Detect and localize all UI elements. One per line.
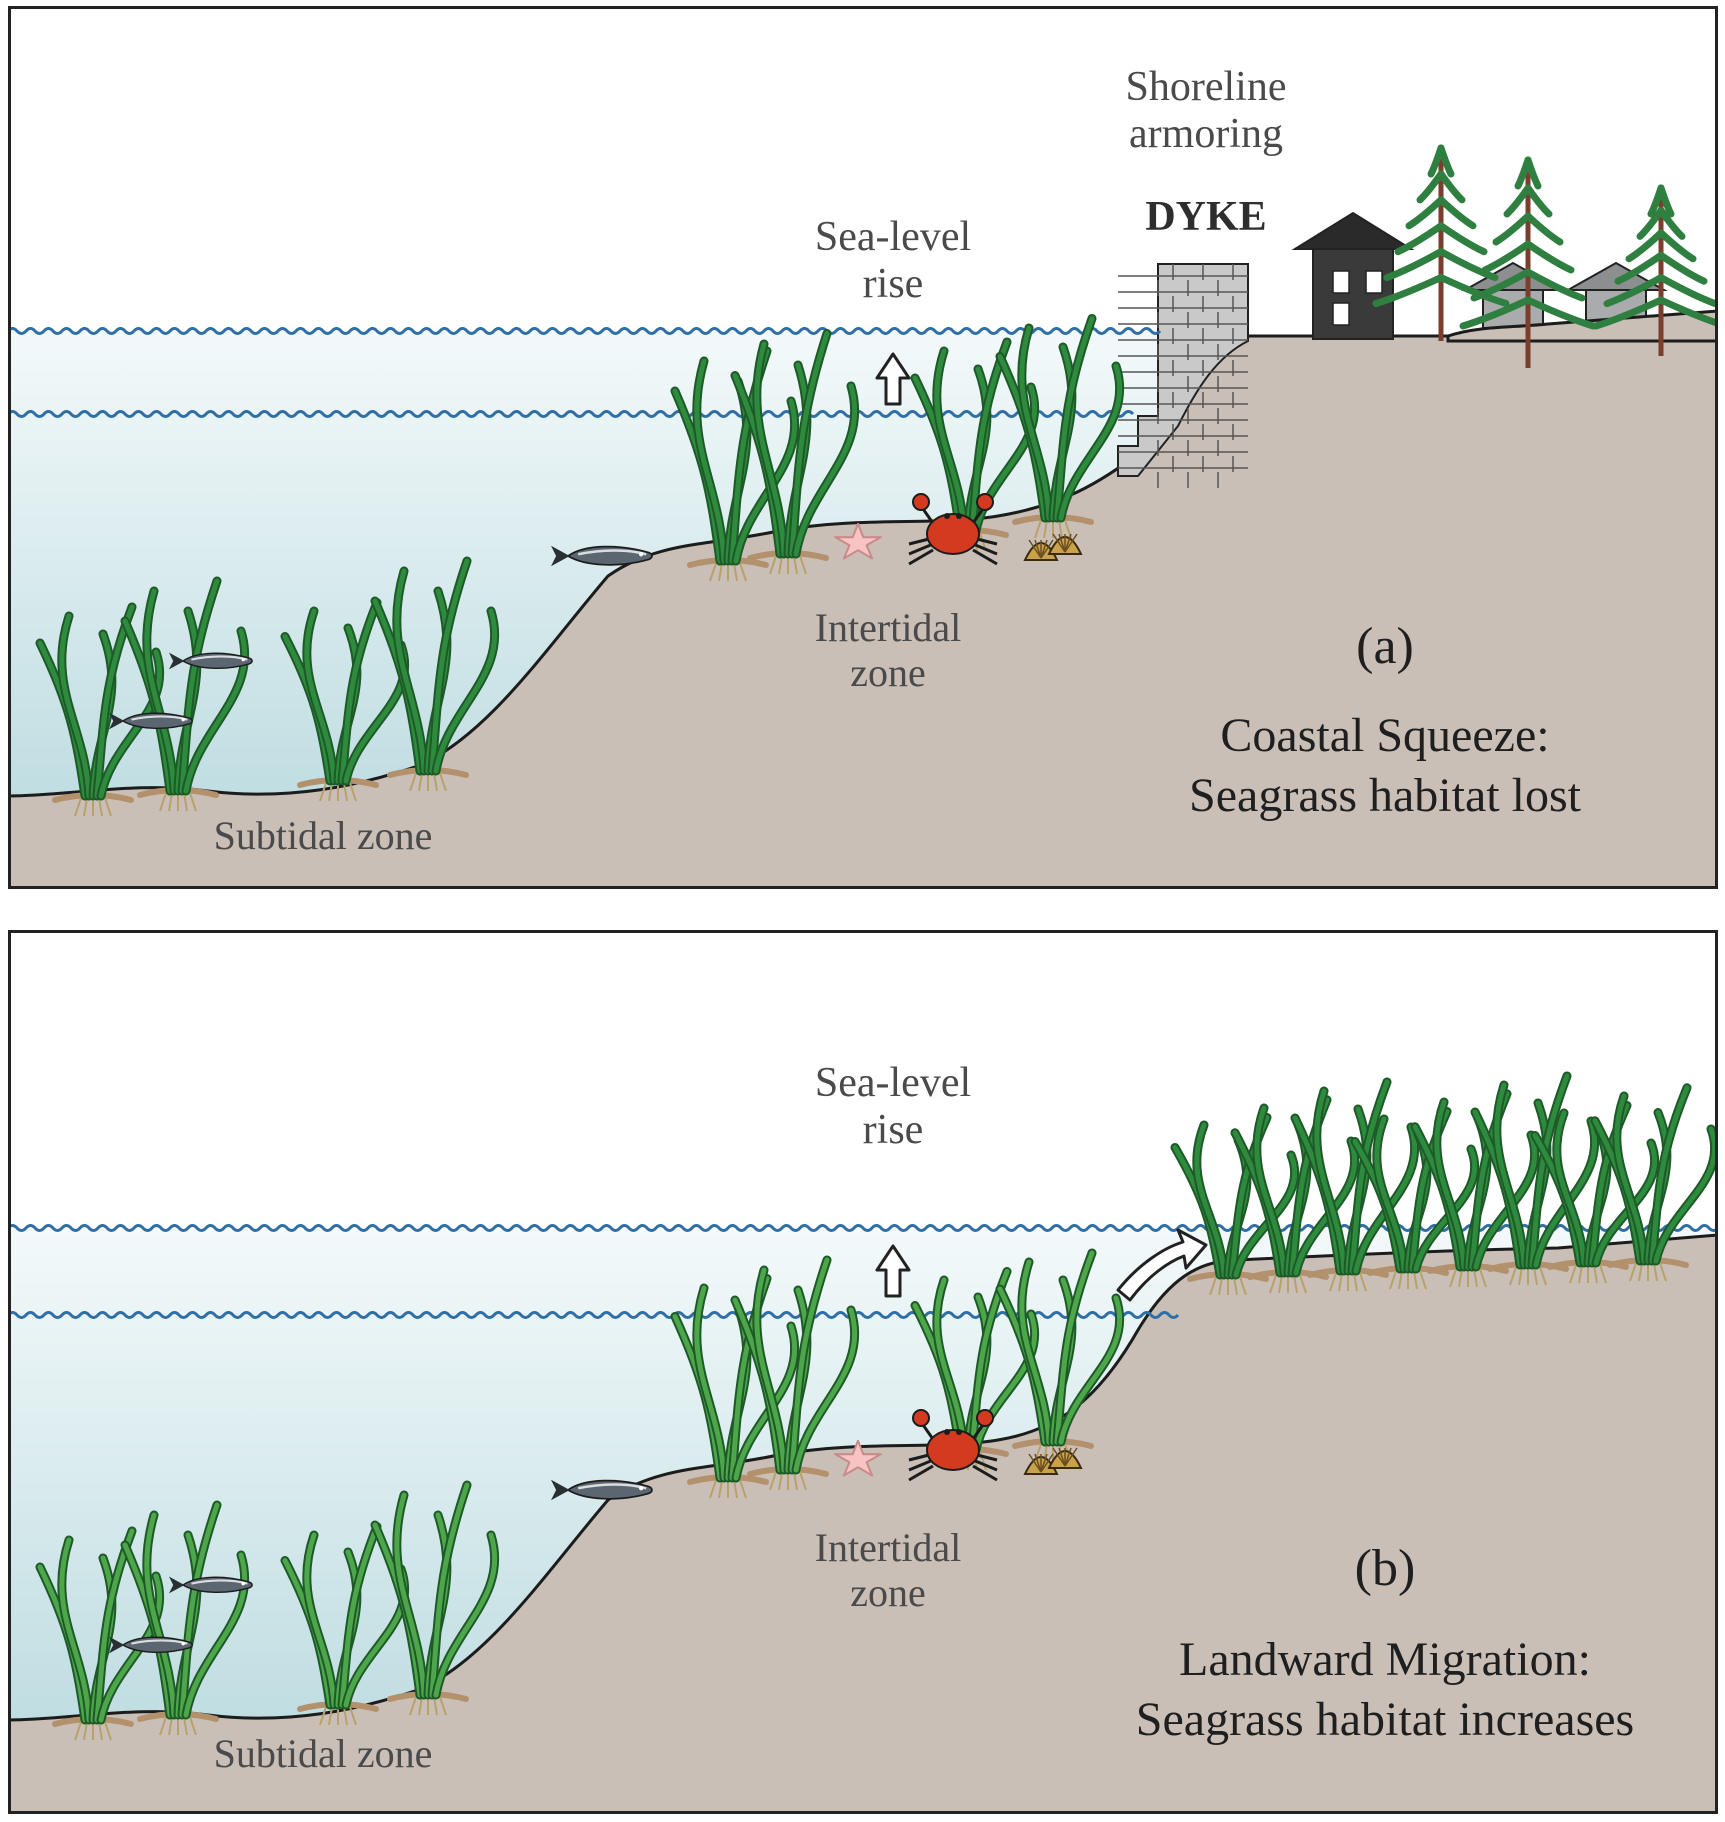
clam-icon	[1023, 533, 1083, 561]
crab-icon	[908, 1409, 998, 1482]
fish-icon	[169, 1576, 253, 1594]
fauna-group	[109, 1409, 1083, 1654]
dyke-wall-icon	[1117, 263, 1249, 488]
seagrass-icon	[1590, 1083, 1718, 1282]
fish-icon	[109, 1636, 193, 1654]
starfish-icon	[834, 522, 882, 560]
seagrass-icon	[730, 329, 860, 575]
seagrass-icon	[995, 1248, 1125, 1463]
clam-icon	[1023, 1447, 1083, 1475]
panel-tag: (b)	[1354, 1540, 1416, 1597]
fauna-group	[109, 493, 1083, 730]
wave-line-icon	[8, 327, 1162, 418]
tree-icon	[1592, 184, 1718, 356]
panel-tag: (a)	[1356, 618, 1414, 675]
fish-icon	[109, 712, 193, 730]
starfish-icon	[834, 1439, 882, 1477]
panel-caption: Landward Migration:Seagrass habitat incr…	[1135, 1633, 1635, 1746]
house-icon	[1291, 211, 1415, 340]
seagrass-icon	[370, 556, 500, 792]
subtidal-zone-label: Subtidal zone	[213, 813, 433, 858]
tree-icon	[1372, 144, 1510, 341]
up-arrow-icon	[875, 1244, 911, 1298]
seagrass-icon	[280, 598, 410, 802]
curved-arrow-icon	[1116, 1228, 1208, 1302]
fish-icon	[551, 1479, 653, 1501]
seagrass-icon	[1290, 1077, 1420, 1292]
seagrass-group	[35, 314, 1125, 817]
seagrass-icon	[1470, 1071, 1600, 1286]
seagrass-icon	[120, 576, 250, 812]
seagrass-icon	[120, 1500, 250, 1736]
wave-line-icon	[8, 1224, 1718, 1232]
panel-caption: Coastal Squeeze:Seagrass habitat lost	[1189, 709, 1581, 822]
panel-b-illustration	[8, 930, 1718, 1814]
wave-line-icon	[8, 327, 1162, 335]
dyke-label: DYKE	[1145, 194, 1267, 240]
crab-icon	[908, 493, 998, 566]
seagrass-icon	[370, 1480, 500, 1716]
seagrass-icon	[730, 1255, 860, 1491]
seagrass-group	[35, 1071, 1718, 1741]
panel-border	[8, 930, 1718, 1814]
seagrass-icon	[995, 314, 1125, 539]
tree-icon	[1459, 156, 1597, 368]
panel-a-illustration	[8, 6, 1718, 889]
fish-icon	[169, 652, 253, 670]
up-arrow-icon	[875, 1244, 911, 1298]
seagrass-icon	[35, 602, 165, 817]
land-features	[1291, 144, 1718, 368]
panel-border	[8, 6, 1718, 889]
curved-arrow-icon	[1116, 1228, 1208, 1302]
fish-icon	[551, 545, 653, 567]
subtidal-zone-label: Subtidal zone	[213, 1731, 433, 1776]
wave-line-icon	[8, 410, 1135, 418]
up-arrow-icon	[875, 352, 911, 406]
up-arrow-icon	[875, 352, 911, 406]
